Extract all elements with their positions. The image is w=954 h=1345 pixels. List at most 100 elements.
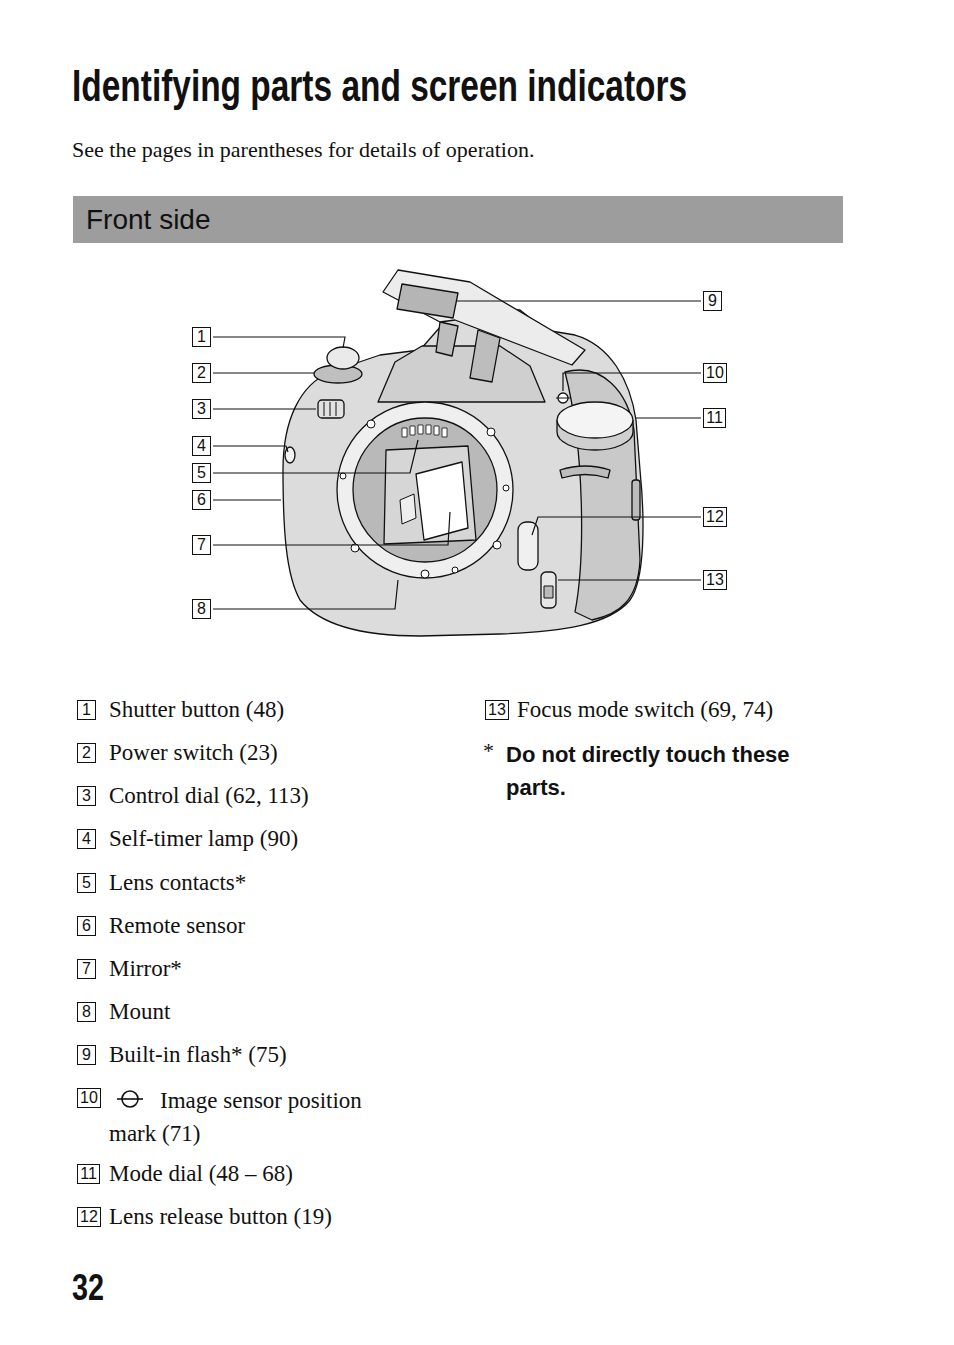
- callout-box: 3: [77, 786, 96, 806]
- mount-screws: [340, 420, 509, 578]
- callout-box: 3: [192, 399, 211, 419]
- callout-number: 11: [80, 1165, 97, 1183]
- mirror-box: [384, 446, 476, 544]
- part-name: Focus mode switch (69, 74): [517, 696, 773, 724]
- callout-box: 4: [192, 436, 211, 456]
- side-lug: [632, 480, 640, 520]
- shutter-button: [327, 347, 359, 369]
- page-number: 32: [72, 1266, 104, 1309]
- control-dial: [318, 400, 344, 418]
- callout-box: 7: [77, 959, 96, 979]
- sensor-mark-symbol: [117, 1091, 143, 1107]
- callout-box: 5: [192, 463, 211, 483]
- part-name: Mirror*: [109, 955, 182, 983]
- section-band: Front side: [73, 196, 843, 243]
- callout-box: 7: [192, 535, 211, 555]
- callout-number: 1: [197, 328, 206, 346]
- callout-box: 1: [192, 327, 211, 347]
- callout-box: 5: [77, 873, 96, 893]
- callout-number: 13: [488, 701, 506, 719]
- focus-mode-switch: [541, 572, 556, 608]
- lens-contacts: [402, 425, 447, 437]
- flash-window: [397, 284, 458, 318]
- self-timer-lamp: [285, 447, 295, 463]
- callout-number: 13: [706, 571, 724, 589]
- callout-box: 2: [192, 363, 211, 383]
- part-name: Image sensor position mark (71): [109, 1084, 399, 1150]
- part-name: Shutter button (48): [109, 696, 284, 724]
- part-name: Mount: [109, 998, 170, 1026]
- callout-number: 8: [82, 1003, 91, 1021]
- part-name: Power switch (23): [109, 739, 278, 767]
- callout-box: 9: [703, 291, 722, 311]
- callout-box: 10: [77, 1088, 101, 1108]
- callout-box: 13: [703, 570, 727, 590]
- intro-text: See the pages in parentheses for details…: [72, 137, 534, 163]
- mount-throat: [353, 418, 497, 562]
- prism-housing: [378, 346, 545, 402]
- callout-box: 2: [77, 743, 96, 763]
- flash-arm: [436, 322, 458, 356]
- callout-number: 7: [197, 536, 206, 554]
- callout-number: 10: [706, 364, 724, 382]
- part-name: Self-timer lamp (90): [109, 825, 298, 853]
- leader-line: [213, 580, 398, 609]
- leader-line: [213, 372, 314, 373]
- leader-line: [213, 446, 288, 452]
- note-marker: *: [483, 738, 494, 764]
- callout-number: 2: [197, 364, 206, 382]
- callout-number: 4: [82, 830, 91, 848]
- leader-line: [213, 408, 316, 409]
- leader-line: [213, 512, 450, 545]
- callout-box: 11: [703, 408, 726, 428]
- callout-number: 11: [706, 409, 723, 427]
- mode-dial: [557, 402, 633, 438]
- callout-box: 12: [703, 507, 727, 527]
- part-name: Built-in flash* (75): [109, 1041, 287, 1069]
- strap-lug: [560, 466, 610, 478]
- section-heading: Front side: [86, 204, 211, 236]
- callout-box: 12: [77, 1207, 101, 1227]
- callout-number: 6: [82, 917, 91, 935]
- callout-number: 5: [197, 464, 206, 482]
- callout-box: 10: [703, 363, 727, 383]
- callout-box: 6: [192, 490, 211, 510]
- part-name: Lens release button (19): [109, 1203, 332, 1231]
- callout-box: 11: [77, 1164, 100, 1184]
- callout-number: 4: [197, 437, 206, 455]
- callout-number: 8: [197, 600, 206, 618]
- leader-line: [213, 337, 345, 348]
- leader-line: [558, 579, 701, 580]
- mirror: [416, 462, 468, 540]
- callout-box: 6: [77, 916, 96, 936]
- callout-number: 9: [82, 1046, 91, 1064]
- callout-number: 12: [80, 1208, 98, 1226]
- flash-arm: [470, 330, 500, 382]
- note-text: Do not directly touch these parts.: [506, 738, 851, 804]
- leader-line: [213, 499, 281, 500]
- callout-box: 9: [77, 1045, 96, 1065]
- callout-number: 6: [197, 491, 206, 509]
- leader-line: [563, 373, 701, 391]
- callout-number: 5: [82, 874, 91, 892]
- callout-box: 8: [192, 599, 211, 619]
- leader-line: [635, 417, 701, 418]
- part-name: Control dial (62, 113): [109, 782, 309, 810]
- callout-number: 3: [197, 400, 206, 418]
- part-name: Remote sensor: [109, 912, 245, 940]
- callout-number: 10: [80, 1089, 98, 1107]
- callout-number: 1: [82, 701, 91, 719]
- callout-number: 3: [82, 787, 91, 805]
- lens-mount: [337, 402, 513, 578]
- callout-number: 7: [82, 960, 91, 978]
- lens-release-button: [518, 522, 538, 570]
- part-name: Lens contacts*: [109, 869, 246, 897]
- callout-number: 9: [708, 292, 717, 310]
- callout-box: 1: [77, 700, 96, 720]
- callout-box: 8: [77, 1002, 96, 1022]
- leader-line: [213, 440, 418, 473]
- part-name: Mode dial (48 – 68): [109, 1160, 293, 1188]
- dial-ridges: [324, 402, 336, 416]
- callout-box: 13: [485, 700, 509, 720]
- leader-line: [456, 300, 701, 301]
